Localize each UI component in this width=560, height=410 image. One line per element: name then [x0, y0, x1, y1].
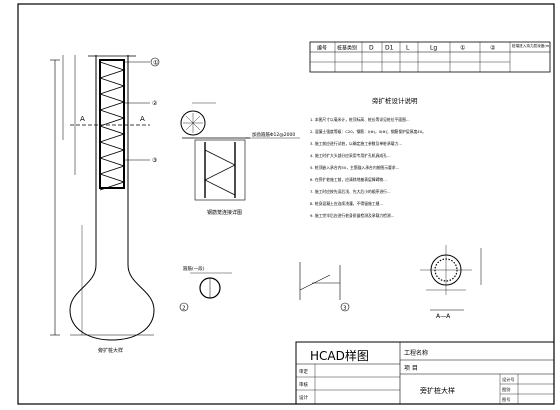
- notes-title: 旁扩桩设计说明: [372, 96, 418, 105]
- note-item: 3. 施工前应进行试桩，以确定施工参数及单桩承载力...: [310, 141, 402, 146]
- cage-stirrup: [99, 61, 126, 79]
- cage-stirrup: [99, 141, 126, 159]
- rebar-note: 箍筋(一段): [183, 265, 205, 272]
- row-left-2: 设计: [299, 394, 308, 401]
- row-right-0: 设计号: [502, 376, 515, 383]
- big-pile-label: 旁扩桩大样: [98, 347, 123, 354]
- note-item: 4. 施工时扩大头部分应采用专用扩孔机具成孔...: [310, 153, 391, 158]
- note-item: 9. 施工完毕后应进行桩身质量检测及承载力检测...: [310, 213, 394, 218]
- rebar-section-2: [179, 272, 232, 312]
- table-header-0: 编号: [317, 45, 327, 52]
- rebar-mark-3: ③: [152, 157, 157, 164]
- table-header-5: Lg: [430, 45, 437, 52]
- item-label: 项 目: [404, 365, 418, 372]
- table-header-2: D: [369, 45, 374, 52]
- table-header-1: 桩基类别: [337, 45, 357, 52]
- table-header-7: ②: [490, 45, 496, 52]
- row-left-1: 审核: [299, 381, 308, 388]
- brand-title: HCAD样图: [310, 348, 369, 363]
- cage-stirrup: [99, 157, 126, 175]
- notes-list: 1. 本图尺寸以毫米计，桩顶标高、桩长等详见桩位平面图... 2. 混凝土强度等…: [310, 117, 426, 218]
- circle-mark-2: 2: [182, 306, 186, 312]
- table-header-4: L: [406, 45, 410, 52]
- table-header-3: D1: [385, 45, 394, 52]
- drawing-title: 旁扩桩大样: [420, 386, 455, 395]
- row-right-2: 图号: [502, 397, 510, 403]
- table-header-6: ①: [460, 45, 465, 52]
- cage-stirrup: [99, 77, 126, 95]
- cage-stirrup: [99, 173, 126, 191]
- rebar-cage-hatch: [99, 61, 126, 191]
- section-a-a: [420, 245, 482, 311]
- section-label: A—A: [436, 313, 451, 320]
- marker-a-left: A: [80, 115, 85, 123]
- drawing-frame: [17, 3, 555, 405]
- note-item: 5. 桩顶嵌入承台内50，主筋锚入承台内按图示要求...: [310, 165, 399, 170]
- note-item: 2. 混凝土强度等级：C20，钢筋：I(Φ)，II(Φ)；钢筋保护层厚度40。: [310, 129, 426, 134]
- row-right-1: 图别: [502, 386, 510, 393]
- circle-mark-3: 3: [343, 306, 347, 312]
- rebar-detail-3: [299, 262, 350, 312]
- cage-detail: [180, 102, 300, 201]
- rebar-mark-1: ①: [153, 60, 158, 67]
- note-item: 6. 在旁扩桩施工前，应清除地基表层障碍物...: [310, 177, 387, 182]
- table-extra-header: 桩端进入持力层深度(m): [512, 43, 551, 48]
- cage-stirrup: [99, 109, 126, 127]
- note-item: 7. 施工时应按先深后浅、先大后小的顺序进行...: [310, 189, 391, 194]
- title-block: [295, 341, 555, 405]
- parameter-table: [309, 41, 551, 73]
- project-name-label: 工程名称: [404, 349, 428, 357]
- row-left-0: 审定: [299, 368, 308, 375]
- weld-note: 加劲箍筋Φ12@2000: [252, 131, 295, 138]
- cage-stirrup: [99, 125, 126, 143]
- detail-label: 钢筋笼连接详图: [207, 209, 242, 216]
- rebar-mark-2: ②: [152, 100, 158, 107]
- pile-elevation: [50, 55, 160, 341]
- marker-a-right: A: [140, 115, 145, 123]
- note-item: 8. 桩身混凝土应连续浇灌，不得留施工缝...: [310, 201, 383, 206]
- cage-stirrup: [99, 93, 126, 111]
- note-item: 1. 本图尺寸以毫米计，桩顶标高、桩长等详见桩位平面图...: [310, 117, 410, 122]
